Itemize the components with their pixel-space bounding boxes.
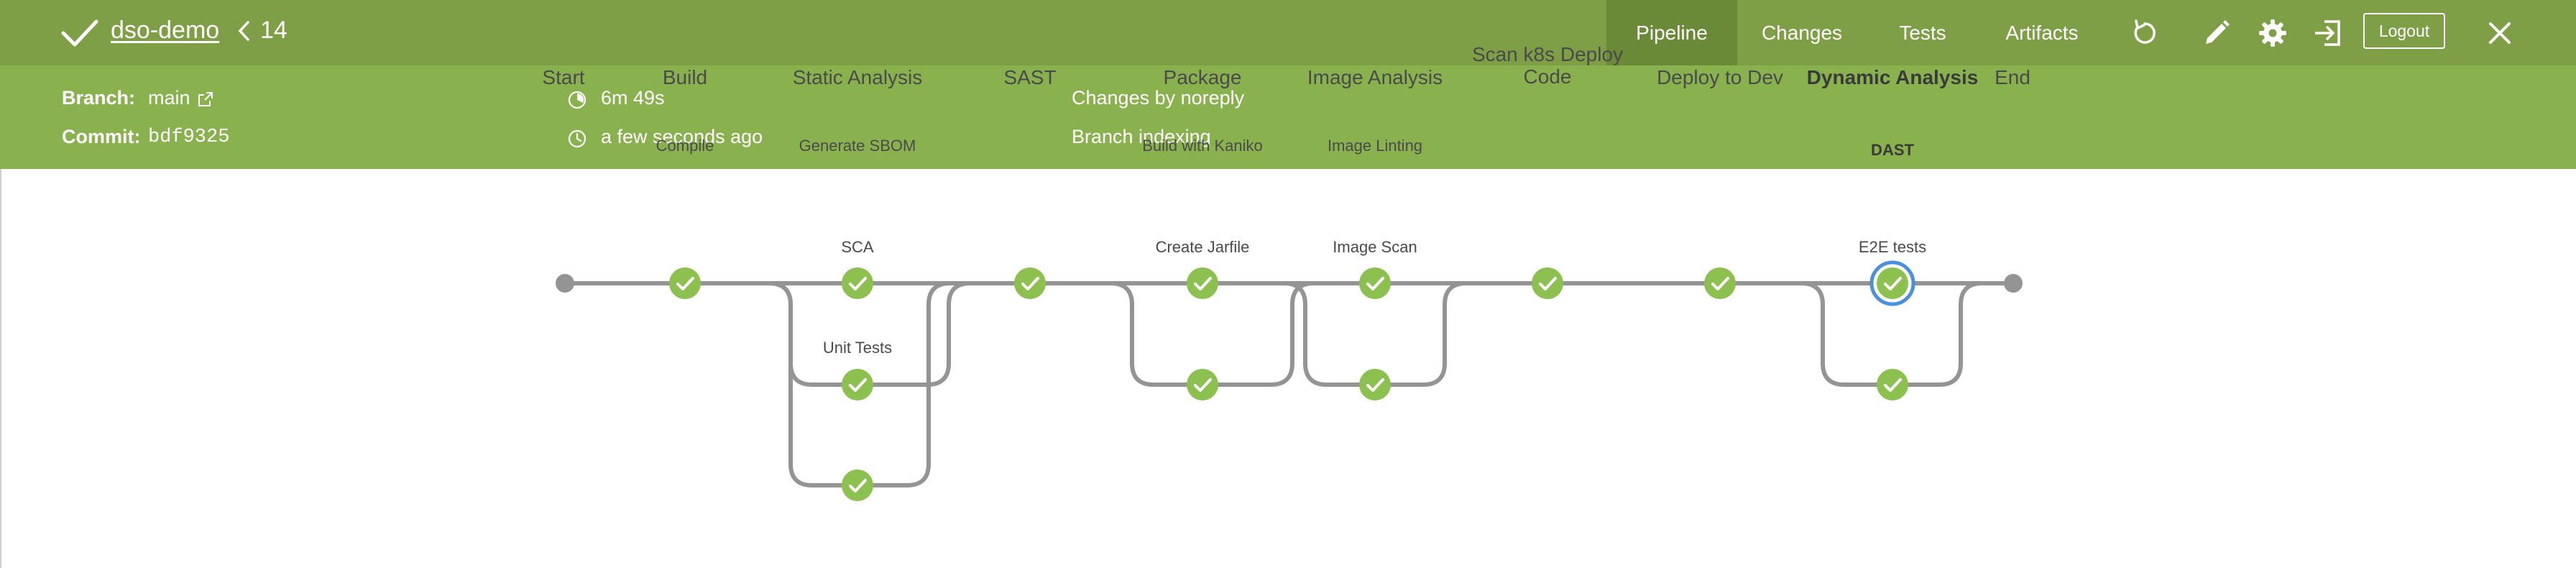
image-linting-node[interactable] xyxy=(1359,267,1391,299)
close-icon[interactable] xyxy=(2484,17,2516,49)
stage-title-deploy-to-dev: Deploy to Dev xyxy=(1657,66,1783,88)
stage-title-scan-k8s: Scan k8s Deploy Code xyxy=(1471,43,1624,88)
commit-value[interactable]: bdf9325 xyxy=(148,127,230,148)
step-label-sca: SCA xyxy=(841,238,874,256)
check-icon xyxy=(849,479,867,493)
sast-node[interactable] xyxy=(1014,267,1046,299)
success-status-icon xyxy=(1187,369,1218,400)
check-icon xyxy=(849,277,867,290)
run-cause: Branch indexing xyxy=(1072,126,1211,147)
stage-title-dynamic-analysis: Dynamic Analysis xyxy=(1806,66,1979,88)
step-label-generate-sbom: Generate SBOM xyxy=(799,137,916,155)
stage-title-static-analysis: Static Analysis xyxy=(792,66,923,88)
check-icon xyxy=(849,378,867,392)
tab-pipeline[interactable]: Pipeline xyxy=(1606,0,1737,65)
image-scan-node[interactable] xyxy=(1359,369,1391,400)
replay-icon[interactable] xyxy=(2129,17,2161,49)
pipeline-name-link[interactable]: dso-demo xyxy=(111,17,220,44)
success-status-icon xyxy=(1877,369,1908,400)
success-status-icon xyxy=(1532,267,1563,299)
stage-title-end: End xyxy=(1995,66,2030,88)
duration: 6m 49s xyxy=(601,87,665,109)
top-bar: dso-demo 14 Pipeline Changes Tests Artif… xyxy=(0,0,2576,65)
check-icon xyxy=(1366,277,1384,290)
step-label-create-jarfile: Create Jarfile xyxy=(1155,238,1250,256)
success-check-icon xyxy=(61,19,98,47)
check-icon xyxy=(1884,378,1902,392)
sbom-node[interactable] xyxy=(842,267,873,299)
step-label-image-scan: Image Scan xyxy=(1333,238,1417,256)
stage-title-image-analysis: Image Analysis xyxy=(1307,66,1443,88)
changes-by: Changes by noreply xyxy=(1072,87,1245,109)
success-status-icon xyxy=(1359,369,1391,400)
kaniko-node[interactable] xyxy=(1187,267,1218,299)
deploy-dev-node[interactable] xyxy=(1704,267,1736,299)
check-icon xyxy=(1539,277,1557,290)
success-status-icon xyxy=(1187,267,1218,299)
tab-artifacts[interactable]: Artifacts xyxy=(2005,22,2079,44)
success-status-icon xyxy=(1014,267,1046,299)
step-label-e2e-tests: E2E tests xyxy=(1858,238,1927,256)
build-compile-node[interactable] xyxy=(669,267,701,299)
external-link-icon[interactable] xyxy=(197,91,214,108)
run-info-bar: Branch: main Commit: bdf9325 6m 49s a fe… xyxy=(0,65,2576,169)
success-status-icon xyxy=(1359,267,1391,299)
start-node xyxy=(556,274,574,293)
tab-tests[interactable]: Tests xyxy=(1899,22,1946,44)
pipeline-graph xyxy=(556,260,2023,501)
exit-icon[interactable] xyxy=(2312,17,2344,49)
success-status-icon xyxy=(1704,267,1736,299)
success-status-icon xyxy=(842,469,873,501)
check-icon xyxy=(1194,378,1212,392)
e2e-node[interactable] xyxy=(1877,369,1908,400)
check-icon xyxy=(1194,277,1212,290)
step-label-compile: Compile xyxy=(656,137,714,155)
chevron-left-icon[interactable] xyxy=(237,20,250,42)
check-icon xyxy=(1366,378,1384,392)
stage-title-start: Start xyxy=(542,66,585,88)
step-label-build-kaniko: Build with Kaniko xyxy=(1142,137,1263,155)
step-label-image-linting: Image Linting xyxy=(1327,137,1423,155)
success-status-icon xyxy=(1877,267,1908,299)
check-icon xyxy=(1884,277,1902,290)
step-label-unit-tests: Unit Tests xyxy=(822,339,893,357)
branch-value[interactable]: main xyxy=(148,87,190,109)
success-status-icon xyxy=(842,267,873,299)
sca-node[interactable] xyxy=(842,369,873,400)
dast-node[interactable] xyxy=(1869,260,1915,306)
gear-icon[interactable] xyxy=(2257,17,2288,49)
run-number: 14 xyxy=(260,17,288,44)
stage-title-build: Build xyxy=(662,66,708,88)
commit-label: Commit: xyxy=(62,126,141,147)
stage-title-sast: SAST xyxy=(1003,66,1057,88)
check-icon xyxy=(1021,277,1039,290)
step-label-dast: DAST xyxy=(1871,141,1914,159)
duration-icon xyxy=(568,91,586,109)
stage-title-package: Package xyxy=(1163,66,1242,88)
jarfile-node[interactable] xyxy=(1187,369,1218,400)
end-node xyxy=(2004,274,2023,293)
clock-icon xyxy=(568,129,586,148)
logout-button[interactable]: Logout xyxy=(2363,13,2445,49)
success-status-icon xyxy=(842,369,873,400)
success-status-icon xyxy=(669,267,701,299)
tab-changes[interactable]: Changes xyxy=(1761,22,1843,44)
left-border xyxy=(0,169,1,568)
check-icon xyxy=(676,277,694,290)
edit-icon[interactable] xyxy=(2201,17,2232,49)
started-time: a few seconds ago xyxy=(601,126,763,147)
check-icon xyxy=(1711,277,1729,290)
scan-k8s-node[interactable] xyxy=(1532,267,1563,299)
unit-tests-node[interactable] xyxy=(842,469,873,501)
branch-label: Branch: xyxy=(62,87,136,109)
